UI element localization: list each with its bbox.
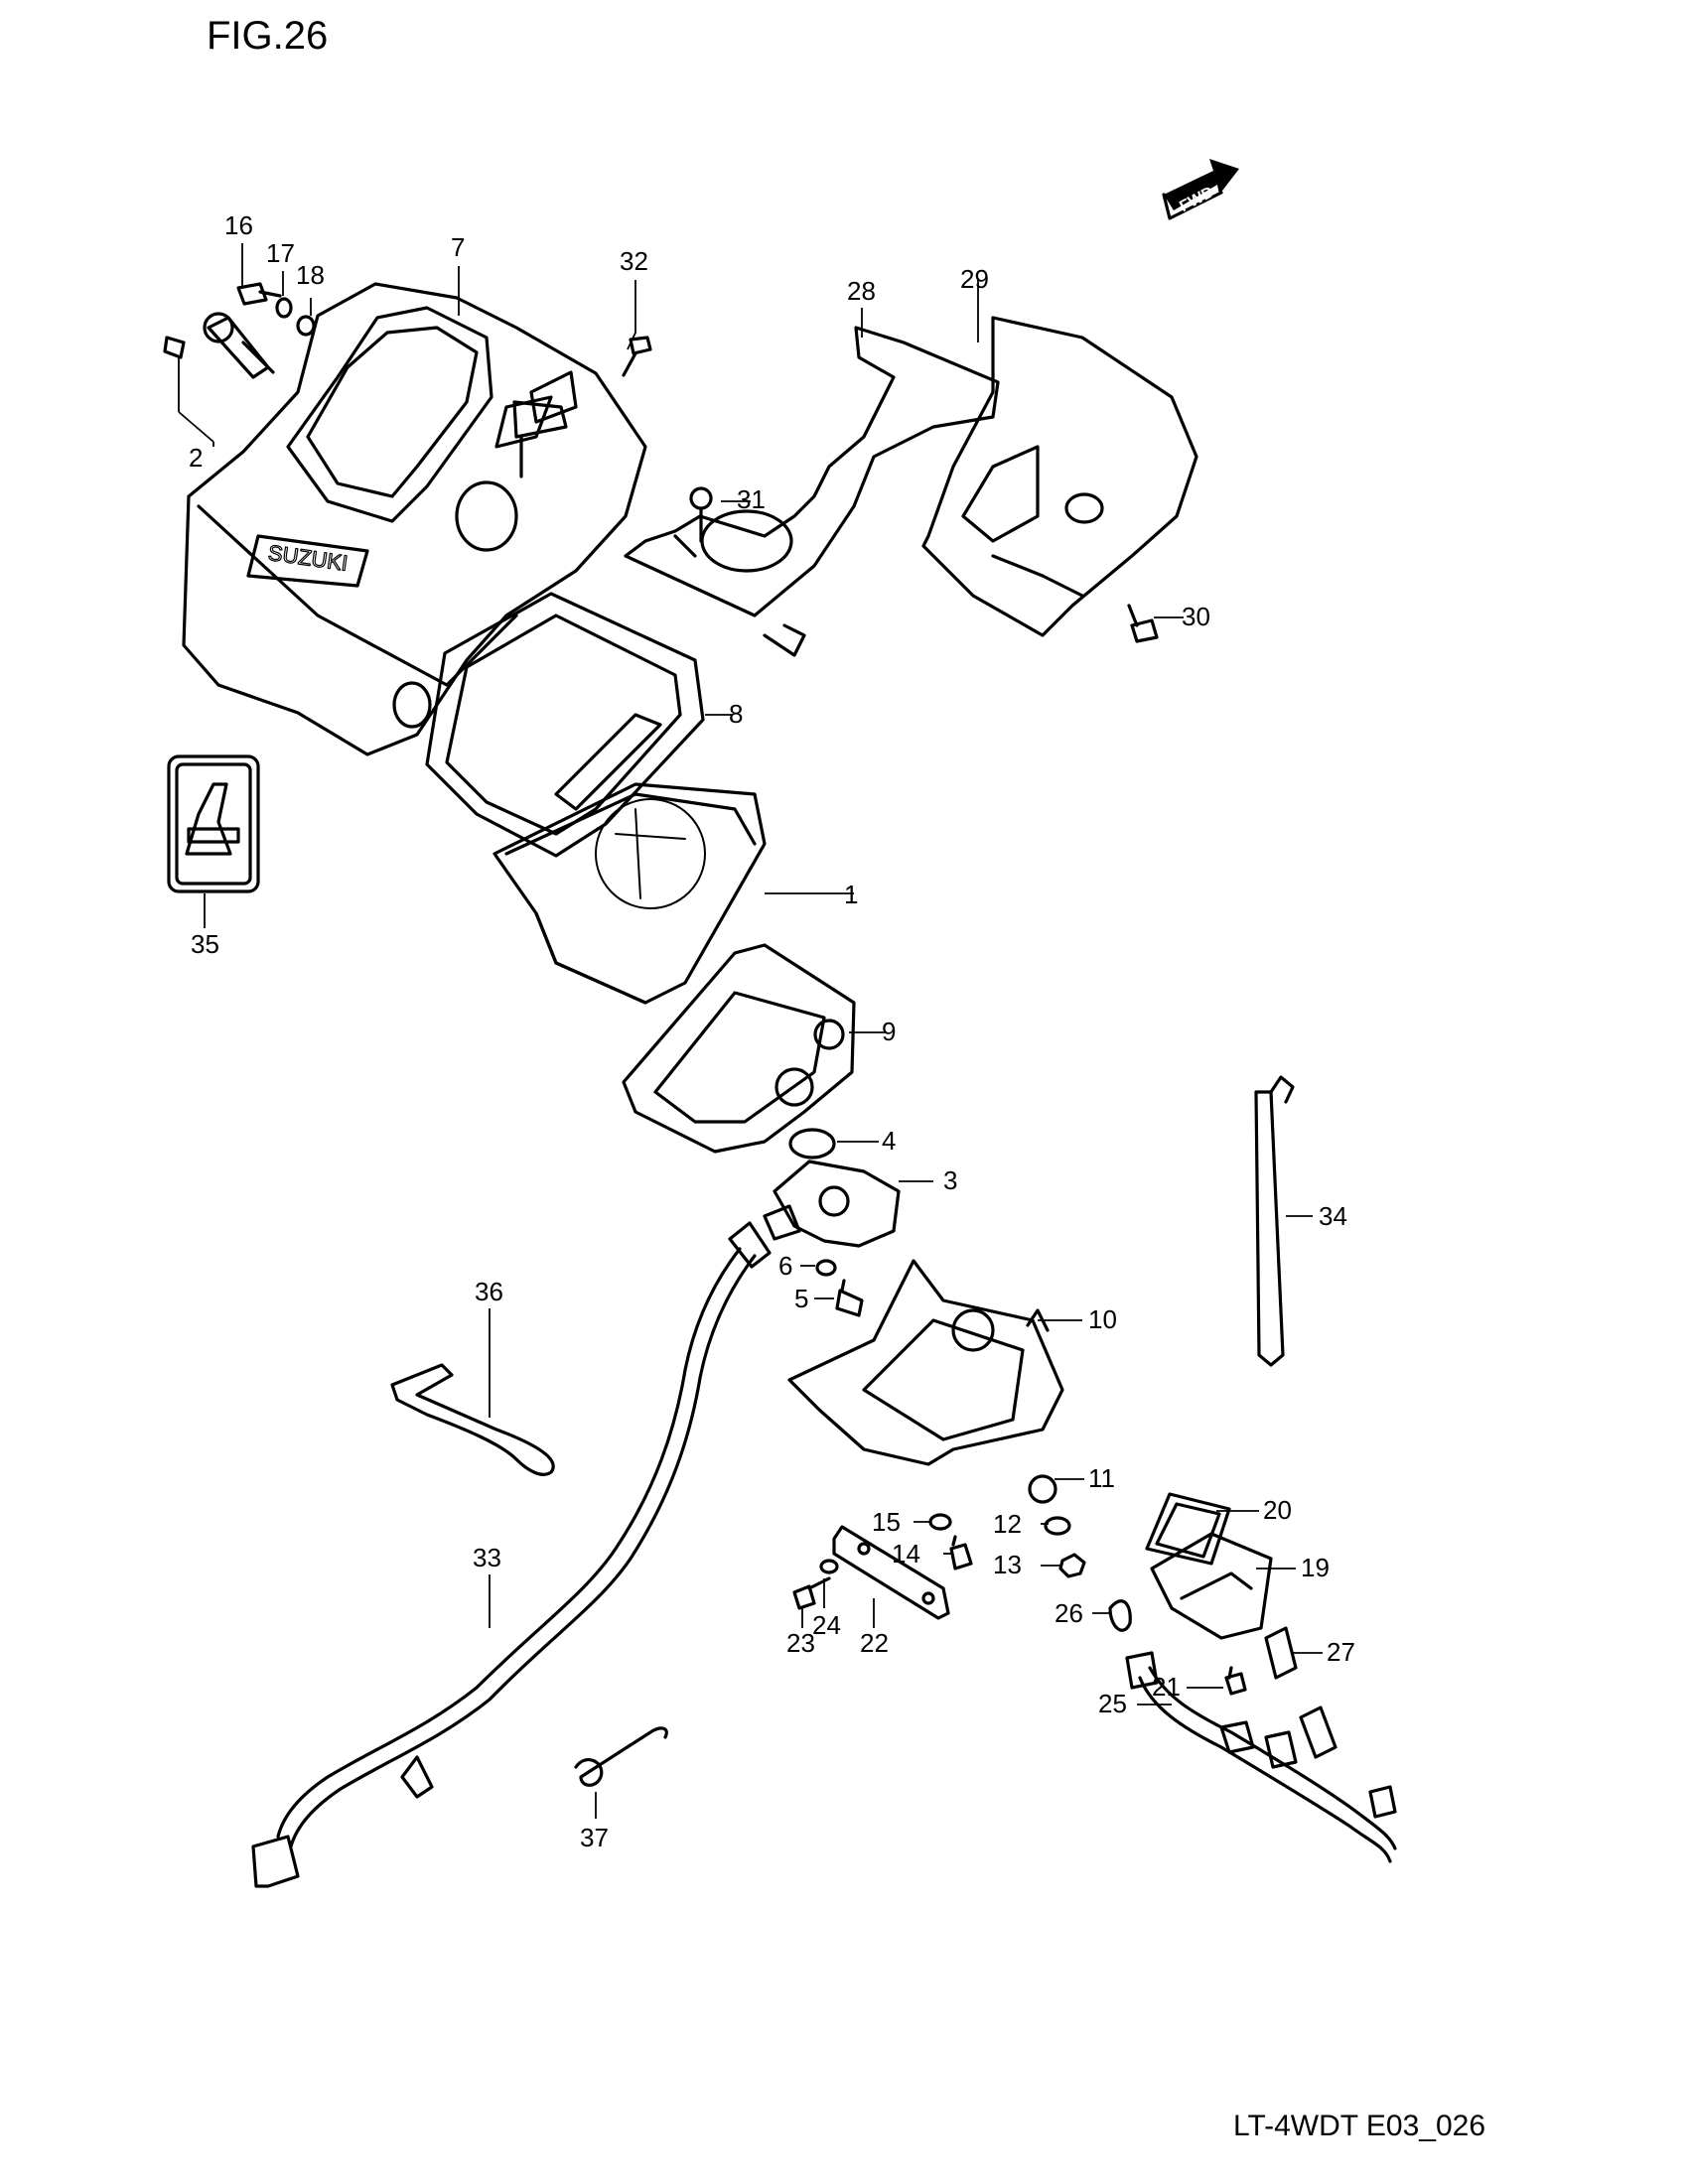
callout-8: 8 <box>729 699 743 729</box>
callout-32: 32 <box>620 246 648 276</box>
callout-7: 7 <box>451 232 465 262</box>
callout-11: 11 <box>1088 1463 1115 1493</box>
part-25-wiring-harness <box>1125 1651 1397 1863</box>
part-27-bulb <box>1264 1626 1298 1680</box>
part-36-clip <box>390 1363 555 1476</box>
diagram-code: LT-4WDT E03_026 <box>1233 2110 1486 2142</box>
part-19-lamp-housing <box>1150 1532 1273 1640</box>
callout-20: 20 <box>1263 1495 1292 1525</box>
part-11-grommet <box>1028 1474 1057 1504</box>
callout-labels: 16 17 18 7 32 28 29 2 31 30 8 35 1 9 4 3… <box>189 210 1355 1852</box>
callout-22: 22 <box>860 1628 889 1658</box>
callout-25: 25 <box>1098 1689 1127 1718</box>
part-30-bolt <box>1127 604 1159 643</box>
part-28-bracket <box>624 326 1000 657</box>
part-34-cable-tie <box>1254 1075 1295 1367</box>
callout-35: 35 <box>191 929 219 959</box>
callout-30: 30 <box>1182 602 1210 631</box>
callout-26: 26 <box>1055 1598 1083 1628</box>
callout-14: 14 <box>892 1539 920 1569</box>
callout-19: 19 <box>1301 1553 1330 1582</box>
part-20-lens <box>1145 1492 1231 1566</box>
callout-16: 16 <box>224 210 253 240</box>
part-24-washer <box>819 1559 839 1574</box>
part-23-bolt <box>792 1576 831 1610</box>
callout-15: 15 <box>872 1507 901 1537</box>
callout-34: 34 <box>1319 1201 1347 1231</box>
callout-23: 23 <box>786 1628 815 1658</box>
callout-21: 21 <box>1152 1672 1181 1702</box>
part-12-washer <box>1044 1516 1071 1536</box>
part-7-handlebar-cover: SUZUKI <box>182 282 647 756</box>
leader-lines <box>178 243 1323 1819</box>
part-8-meter-frame <box>425 592 705 858</box>
callout-17: 17 <box>266 238 295 268</box>
part-32-screw <box>622 336 652 377</box>
parts-16-17-18-hardware <box>236 282 316 337</box>
callout-33: 33 <box>473 1543 501 1572</box>
callout-5: 5 <box>794 1284 808 1313</box>
callout-18: 18 <box>296 260 325 290</box>
callout-2: 2 <box>189 443 203 473</box>
callout-28: 28 <box>847 276 876 306</box>
callout-29: 29 <box>960 264 989 294</box>
callout-13: 13 <box>993 1550 1022 1579</box>
callout-4: 4 <box>882 1126 896 1156</box>
part-14-bolt <box>949 1535 973 1570</box>
part-21-screw <box>1224 1666 1247 1696</box>
part-10-mount-bracket <box>787 1259 1064 1466</box>
part-4-ring <box>788 1128 836 1160</box>
part-3-gearbox <box>763 1160 901 1248</box>
callout-24: 24 <box>812 1610 841 1640</box>
part-6-washer <box>815 1259 837 1277</box>
callout-37: 37 <box>580 1823 609 1852</box>
forward-direction-arrow: FWD <box>1162 159 1239 220</box>
callout-6: 6 <box>778 1251 792 1281</box>
part-22-plate <box>832 1525 950 1620</box>
part-9-lower-bracket <box>622 943 856 1154</box>
part-1-speedometer <box>492 782 767 1005</box>
part-29-headlight-cover <box>921 316 1198 637</box>
callout-27: 27 <box>1327 1637 1355 1667</box>
part-13-nut <box>1058 1553 1086 1578</box>
figure-title: FIG.26 <box>207 14 329 58</box>
callout-3: 3 <box>943 1165 957 1195</box>
part-5-screw <box>835 1279 864 1317</box>
part-2-knob <box>163 312 275 379</box>
callout-36: 36 <box>475 1277 503 1306</box>
part-31-push-rivet <box>689 486 713 543</box>
callout-12: 12 <box>993 1509 1022 1539</box>
part-37-clip <box>574 1726 668 1787</box>
callout-9: 9 <box>882 1017 896 1046</box>
callout-1: 1 <box>844 880 858 909</box>
part-15-washer <box>928 1513 952 1531</box>
callout-31: 31 <box>737 484 766 514</box>
callout-10: 10 <box>1088 1304 1117 1334</box>
part-35-decal <box>167 754 260 893</box>
part-26-bulb <box>1108 1599 1132 1632</box>
part-33-speedometer-cable <box>251 1221 772 1888</box>
